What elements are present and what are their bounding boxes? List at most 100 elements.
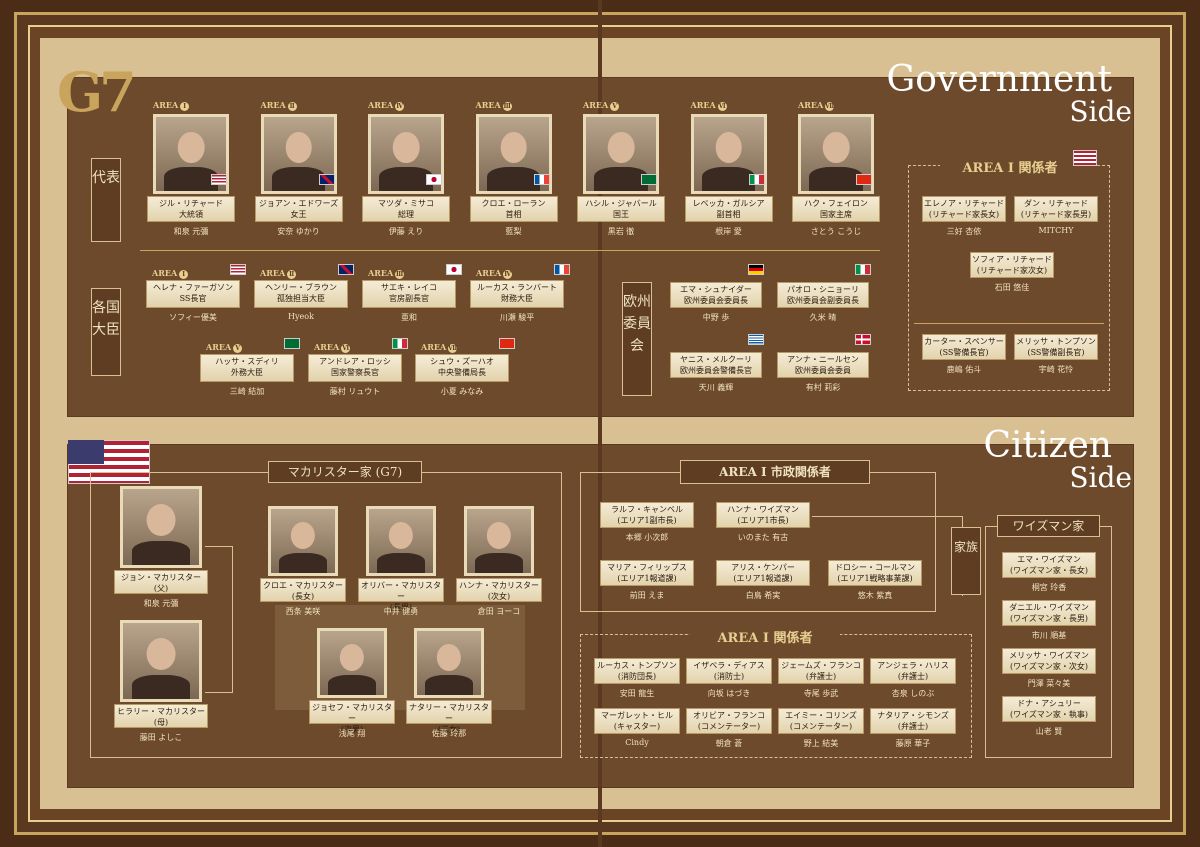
- person-role: 外務大臣: [231, 368, 263, 377]
- area-label: AREA: [206, 342, 232, 352]
- actor-name: 小夏 みなみ: [440, 387, 484, 396]
- face-shape: [388, 521, 414, 549]
- body-shape: [379, 167, 433, 191]
- portrait-photo: [120, 620, 202, 702]
- person-name: ダン・リチャード: [1024, 199, 1088, 208]
- actor-name: 石田 悠佳: [994, 283, 1030, 292]
- name-plate: ルーカス・ランバート財務大臣: [470, 280, 564, 308]
- area-label: AREA: [476, 268, 502, 278]
- name-plate: ルーカス・トンプソン(消防団長): [594, 658, 680, 684]
- person-role: (弁護士): [897, 722, 929, 731]
- area-number: Ⅴ: [233, 344, 243, 353]
- person-name: エレノア・リチャード: [924, 199, 1004, 208]
- name-plate: ヤニス・メルクーリ欧州委員会警備長官: [670, 352, 762, 378]
- person-role: (SS警備長官): [939, 348, 989, 357]
- name-plate: シュウ・ズーハオ中央警備局長: [415, 354, 509, 382]
- face-shape: [715, 131, 742, 163]
- person-name: ジェームズ・フランコ: [781, 661, 861, 670]
- person-name: ジョアン・エドワーズ: [258, 199, 339, 208]
- name-plate: エマ・シュナイダー欧州委員会委員長: [670, 282, 762, 308]
- person-role: (弁護士): [805, 672, 837, 681]
- person-role: (エリア1報道課): [733, 574, 793, 583]
- person-name: カーター・スペンサー: [924, 337, 1004, 346]
- us-flag-icon: [230, 264, 246, 275]
- person-role: 国王: [613, 210, 629, 219]
- name-plate: ナタリア・シモンズ (弁護士): [870, 708, 956, 734]
- name-plate: ダニエル・ワイズマン(ワイズマン家・長男): [1002, 600, 1096, 626]
- person-role: 官房副長官: [389, 294, 429, 303]
- actor-name: 市川 順基: [1031, 631, 1067, 640]
- person-role: 首相: [505, 210, 522, 219]
- family-line-v: [232, 546, 233, 692]
- face-shape: [339, 643, 365, 671]
- person-name: パオロ・シニョーリ: [787, 285, 859, 294]
- person-name: シュウ・ズーハオ: [430, 357, 494, 366]
- actor-name: 朝倉 蒼: [715, 739, 743, 748]
- actor-name: 藍梨: [505, 227, 522, 236]
- uk-flag-icon: [338, 264, 354, 275]
- body-shape: [132, 674, 190, 699]
- face-shape: [822, 131, 850, 163]
- person-name: エマ・シュナイダー: [680, 285, 752, 294]
- actor-name: 本郷 小次郎: [625, 533, 669, 542]
- person-role: (リチャード家長男): [1020, 210, 1092, 219]
- person-name: アンナ・ニールセン: [787, 355, 859, 364]
- actor-name: 根岸 愛: [715, 227, 742, 236]
- area-number: Ⅶ: [825, 102, 835, 111]
- name-plate: アリス・ケンパー(エリア1報道課): [716, 560, 810, 586]
- family-line-bottom: [205, 692, 233, 693]
- person-name: クロエ・マカリスター: [263, 581, 343, 590]
- name-plate: ナタリー・マカリスター(三女): [406, 700, 492, 734]
- person-name: ルーカス・ランバート: [477, 283, 557, 292]
- person-role: (長女): [291, 592, 315, 601]
- actor-name: 三崎 結加: [229, 387, 265, 396]
- body-shape: [164, 167, 218, 191]
- person-name: マリア・フィリップス: [607, 563, 687, 572]
- person-role: (リチャード家長女): [928, 210, 1000, 219]
- actor-name: 安田 龍生: [619, 689, 655, 698]
- person-role: (エリア1戦略事業課): [837, 574, 913, 583]
- body-shape: [701, 167, 756, 191]
- person-name: ナタリア・シモンズ: [877, 711, 949, 720]
- face-shape: [486, 521, 512, 549]
- uk-flag-icon: [318, 174, 335, 185]
- area-number: Ⅵ: [717, 102, 727, 111]
- person-role: (次男): [340, 725, 364, 734]
- area-number: Ⅵ: [341, 344, 351, 353]
- cn-flag-icon: [499, 338, 515, 349]
- it-flag-icon: [392, 338, 408, 349]
- person-role: (弁護士): [897, 672, 929, 681]
- person-role: (次女): [487, 592, 511, 601]
- name-plate: エイミー・コリンズ(コメンテーター): [778, 708, 864, 734]
- cit-title-line1: Citizen: [983, 425, 1113, 466]
- body-shape: [809, 167, 863, 191]
- area-label: AREA: [260, 100, 286, 110]
- person-name: ハク・フェイロン: [804, 199, 868, 208]
- name-plate: ジョセフ・マカリスター(次男): [309, 700, 395, 734]
- face-shape: [290, 521, 316, 549]
- actor-name: 前田 えま: [629, 591, 665, 600]
- area-number: Ⅴ: [610, 102, 620, 111]
- person-name: ハンナ・マカリスター: [459, 581, 539, 590]
- area-label: AREA: [368, 268, 394, 278]
- area-label: AREA: [421, 342, 447, 352]
- actor-name: 三好 杏依: [946, 227, 982, 236]
- actor-name: 門澤 菜々美: [1027, 679, 1071, 688]
- name-plate: ヘンリー・ブラウン孤独担当大臣: [254, 280, 348, 308]
- person-name: サエキ・レイコ: [381, 283, 437, 292]
- name-plate: カーター・スペンサー (SS警備長官): [922, 334, 1006, 360]
- name-plate: メリッサ・トンプソン(SS警備副長官): [1014, 334, 1098, 360]
- actor-name: 伊藤 えり: [388, 227, 424, 236]
- name-plate: ハク・フェイロン国家主席: [792, 196, 880, 222]
- area-number: Ⅰ: [179, 270, 189, 279]
- person-name: エイミー・コリンズ: [785, 711, 857, 720]
- person-name: メリッサ・トンプソン: [1016, 337, 1096, 346]
- person-role: 副首相: [716, 210, 741, 219]
- actor-name: いのまた 有古: [737, 533, 789, 542]
- area-label: AREA: [368, 100, 394, 110]
- name-plate: アンナ・ニールセン欧州委員会委員: [777, 352, 869, 378]
- person-role: (ワイズマン家・長男): [1009, 614, 1088, 623]
